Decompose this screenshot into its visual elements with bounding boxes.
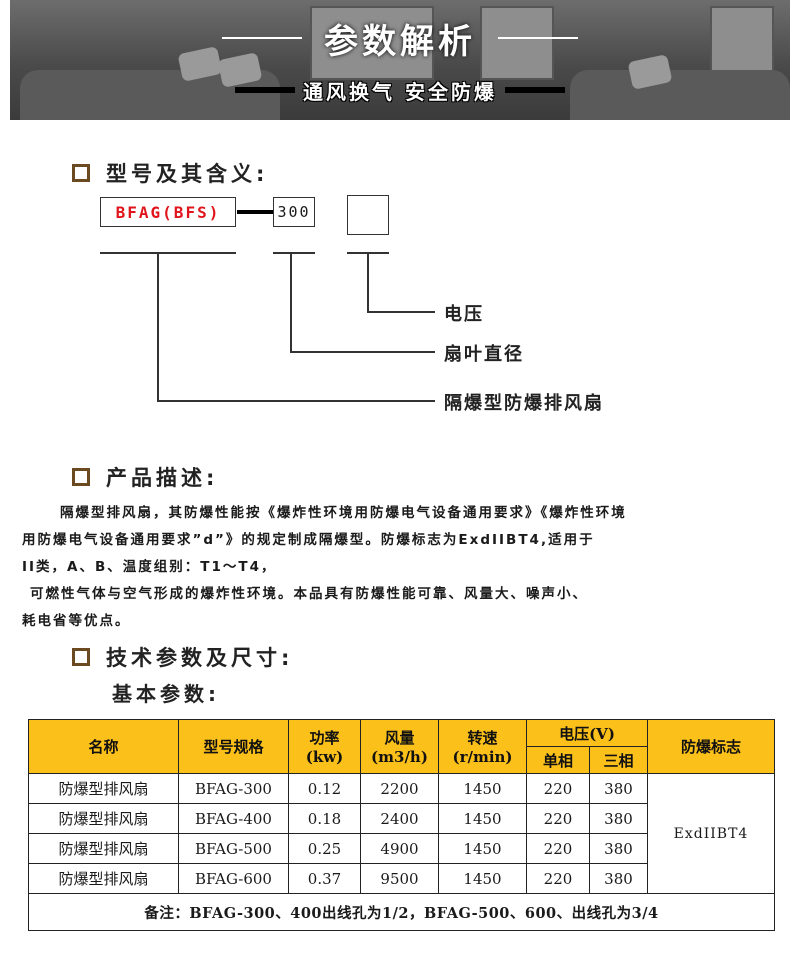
diameter-leader [290, 252, 292, 352]
diameter-leader [290, 351, 435, 353]
banner-sub-divider [235, 87, 296, 93]
label-type: 隔爆型防爆排风扇 [444, 393, 604, 414]
cell-airflow: 2200 [360, 773, 439, 804]
hero-banner: 参数解析 通风换气 安全防爆 [10, 0, 790, 120]
cell-single-phase: 220 [526, 833, 590, 864]
cell-model: BFAG-500 [178, 833, 289, 864]
cell-name: 防爆型排风扇 [28, 773, 179, 804]
description-line: 耗电省等优点。 [22, 613, 131, 629]
label-diameter: 扇叶直径 [444, 344, 524, 365]
cell-single-phase: 220 [526, 803, 590, 834]
header-explosion-mark: 防爆标志 [647, 719, 775, 774]
section-box-icon [72, 648, 90, 666]
product-description: 隔爆型排风扇，其防爆性能按《爆炸性环境用防爆电气设备通用要求》《爆炸性环境 用防… [22, 500, 782, 635]
model-dash [237, 210, 273, 214]
description-line: 隔爆型排风扇，其防爆性能按《爆炸性环境用防爆电气设备通用要求》《爆炸性环境 [60, 505, 627, 521]
section-model-heading: 型号及其含义: [72, 158, 268, 188]
type-leader [157, 252, 159, 401]
cell-model: BFAG-400 [178, 803, 289, 834]
header-airflow: 风量 (m3/h) [360, 719, 439, 774]
section-box-icon [72, 468, 90, 486]
cell-speed: 1450 [438, 833, 527, 864]
basic-params-heading: 基本参数: [112, 682, 220, 706]
cell-airflow: 9500 [360, 863, 439, 894]
table-row: 防爆型排风扇 BFAG-500 0.25 4900 1450 220 380 [28, 833, 775, 864]
cell-explosion-mark: ExdIIBT4 [647, 773, 775, 894]
table-note: 备注：BFAG-300、400出线孔为1/2，BFAG-500、600、出线孔为… [28, 893, 775, 931]
banner-sofa [570, 70, 790, 120]
description-line: 用防爆电气设备通用要求”d”》的规定制成隔爆型。防爆标志为ExdIIBT4,适用… [22, 532, 595, 548]
header-airflow-label: 风量 [384, 729, 415, 747]
cell-single-phase: 220 [526, 773, 590, 804]
spec-table: 名称 型号规格 功率 (kw) 风量 (m3/h) 转速 (r/min) 电压(… [28, 719, 775, 931]
cell-three-phase: 380 [589, 803, 648, 834]
section-description-title: 产品描述: [106, 466, 219, 490]
cell-name: 防爆型排风扇 [28, 803, 179, 834]
cell-name: 防爆型排风扇 [28, 863, 179, 894]
cell-power: 0.37 [288, 863, 361, 894]
table-note-row: 备注：BFAG-300、400出线孔为1/2，BFAG-500、600、出线孔为… [28, 893, 775, 931]
section-model-title: 型号及其含义: [106, 162, 269, 186]
header-voltage: 电压(V) [526, 719, 648, 747]
cell-airflow: 2400 [360, 803, 439, 834]
cell-power: 0.18 [288, 803, 361, 834]
header-airflow-unit: (m3/h) [371, 748, 428, 766]
diameter-code-box: 300 [273, 197, 315, 227]
cell-single-phase: 220 [526, 863, 590, 894]
cell-model: BFAG-600 [178, 863, 289, 894]
banner-title: 参数解析 [324, 21, 476, 62]
voltage-leader [367, 252, 369, 312]
diameter-underline [273, 252, 315, 254]
section-technical-heading: 技术参数及尺寸: [72, 642, 293, 672]
section-box-icon [72, 164, 90, 182]
description-line: 可燃性气体与空气形成的爆炸性环境。本品具有防爆性能可靠、风量大、噪声小、 [30, 586, 588, 602]
banner-window [310, 6, 434, 80]
header-power-label: 功率 [309, 729, 340, 747]
cell-speed: 1450 [438, 863, 527, 894]
type-leader [157, 400, 435, 402]
cell-airflow: 4900 [360, 833, 439, 864]
header-speed-unit: (r/min) [452, 748, 513, 766]
label-voltage: 电压 [444, 304, 484, 325]
table-row: 防爆型排风扇 BFAG-300 0.12 2200 1450 220 380 E… [28, 773, 775, 894]
cell-power: 0.12 [288, 773, 361, 804]
header-three-phase: 三相 [589, 746, 648, 774]
header-model: 型号规格 [178, 719, 289, 774]
model-underline [100, 252, 236, 254]
header-speed-label: 转速 [467, 729, 498, 747]
description-line: II类，A、B、温度组别：T1～T4， [22, 559, 277, 575]
cell-speed: 1450 [438, 803, 527, 834]
header-single-phase: 单相 [526, 746, 590, 774]
cell-speed: 1450 [438, 773, 527, 804]
voltage-code-box [347, 195, 389, 235]
model-code-box: BFAG(BFS) [100, 197, 236, 227]
table-row: 防爆型排风扇 BFAG-400 0.18 2400 1450 220 380 [28, 803, 775, 834]
header-name: 名称 [28, 719, 179, 774]
banner-divider [498, 37, 578, 39]
section-description-heading: 产品描述: [72, 462, 218, 492]
cell-three-phase: 380 [589, 863, 648, 894]
cell-name: 防爆型排风扇 [28, 833, 179, 864]
header-power-unit: (kw) [305, 748, 344, 766]
table-row: 防爆型排风扇 BFAG-600 0.37 9500 1450 220 380 [28, 863, 775, 894]
banner-subtitle: 通风换气 安全防爆 [303, 79, 497, 104]
section-technical-title: 技术参数及尺寸: [106, 646, 294, 670]
header-power: 功率 (kw) [288, 719, 361, 774]
header-speed: 转速 (r/min) [438, 719, 527, 774]
cell-power: 0.25 [288, 833, 361, 864]
cell-three-phase: 380 [589, 833, 648, 864]
banner-window [480, 6, 554, 80]
model-diagram: BFAG(BFS) 300 电压 扇叶直径 隔爆型防爆排风扇 [0, 190, 800, 420]
banner-sub-divider [504, 87, 565, 93]
voltage-leader [367, 311, 435, 313]
cell-three-phase: 380 [589, 773, 648, 804]
banner-divider [222, 37, 302, 39]
cell-model: BFAG-300 [178, 773, 289, 804]
